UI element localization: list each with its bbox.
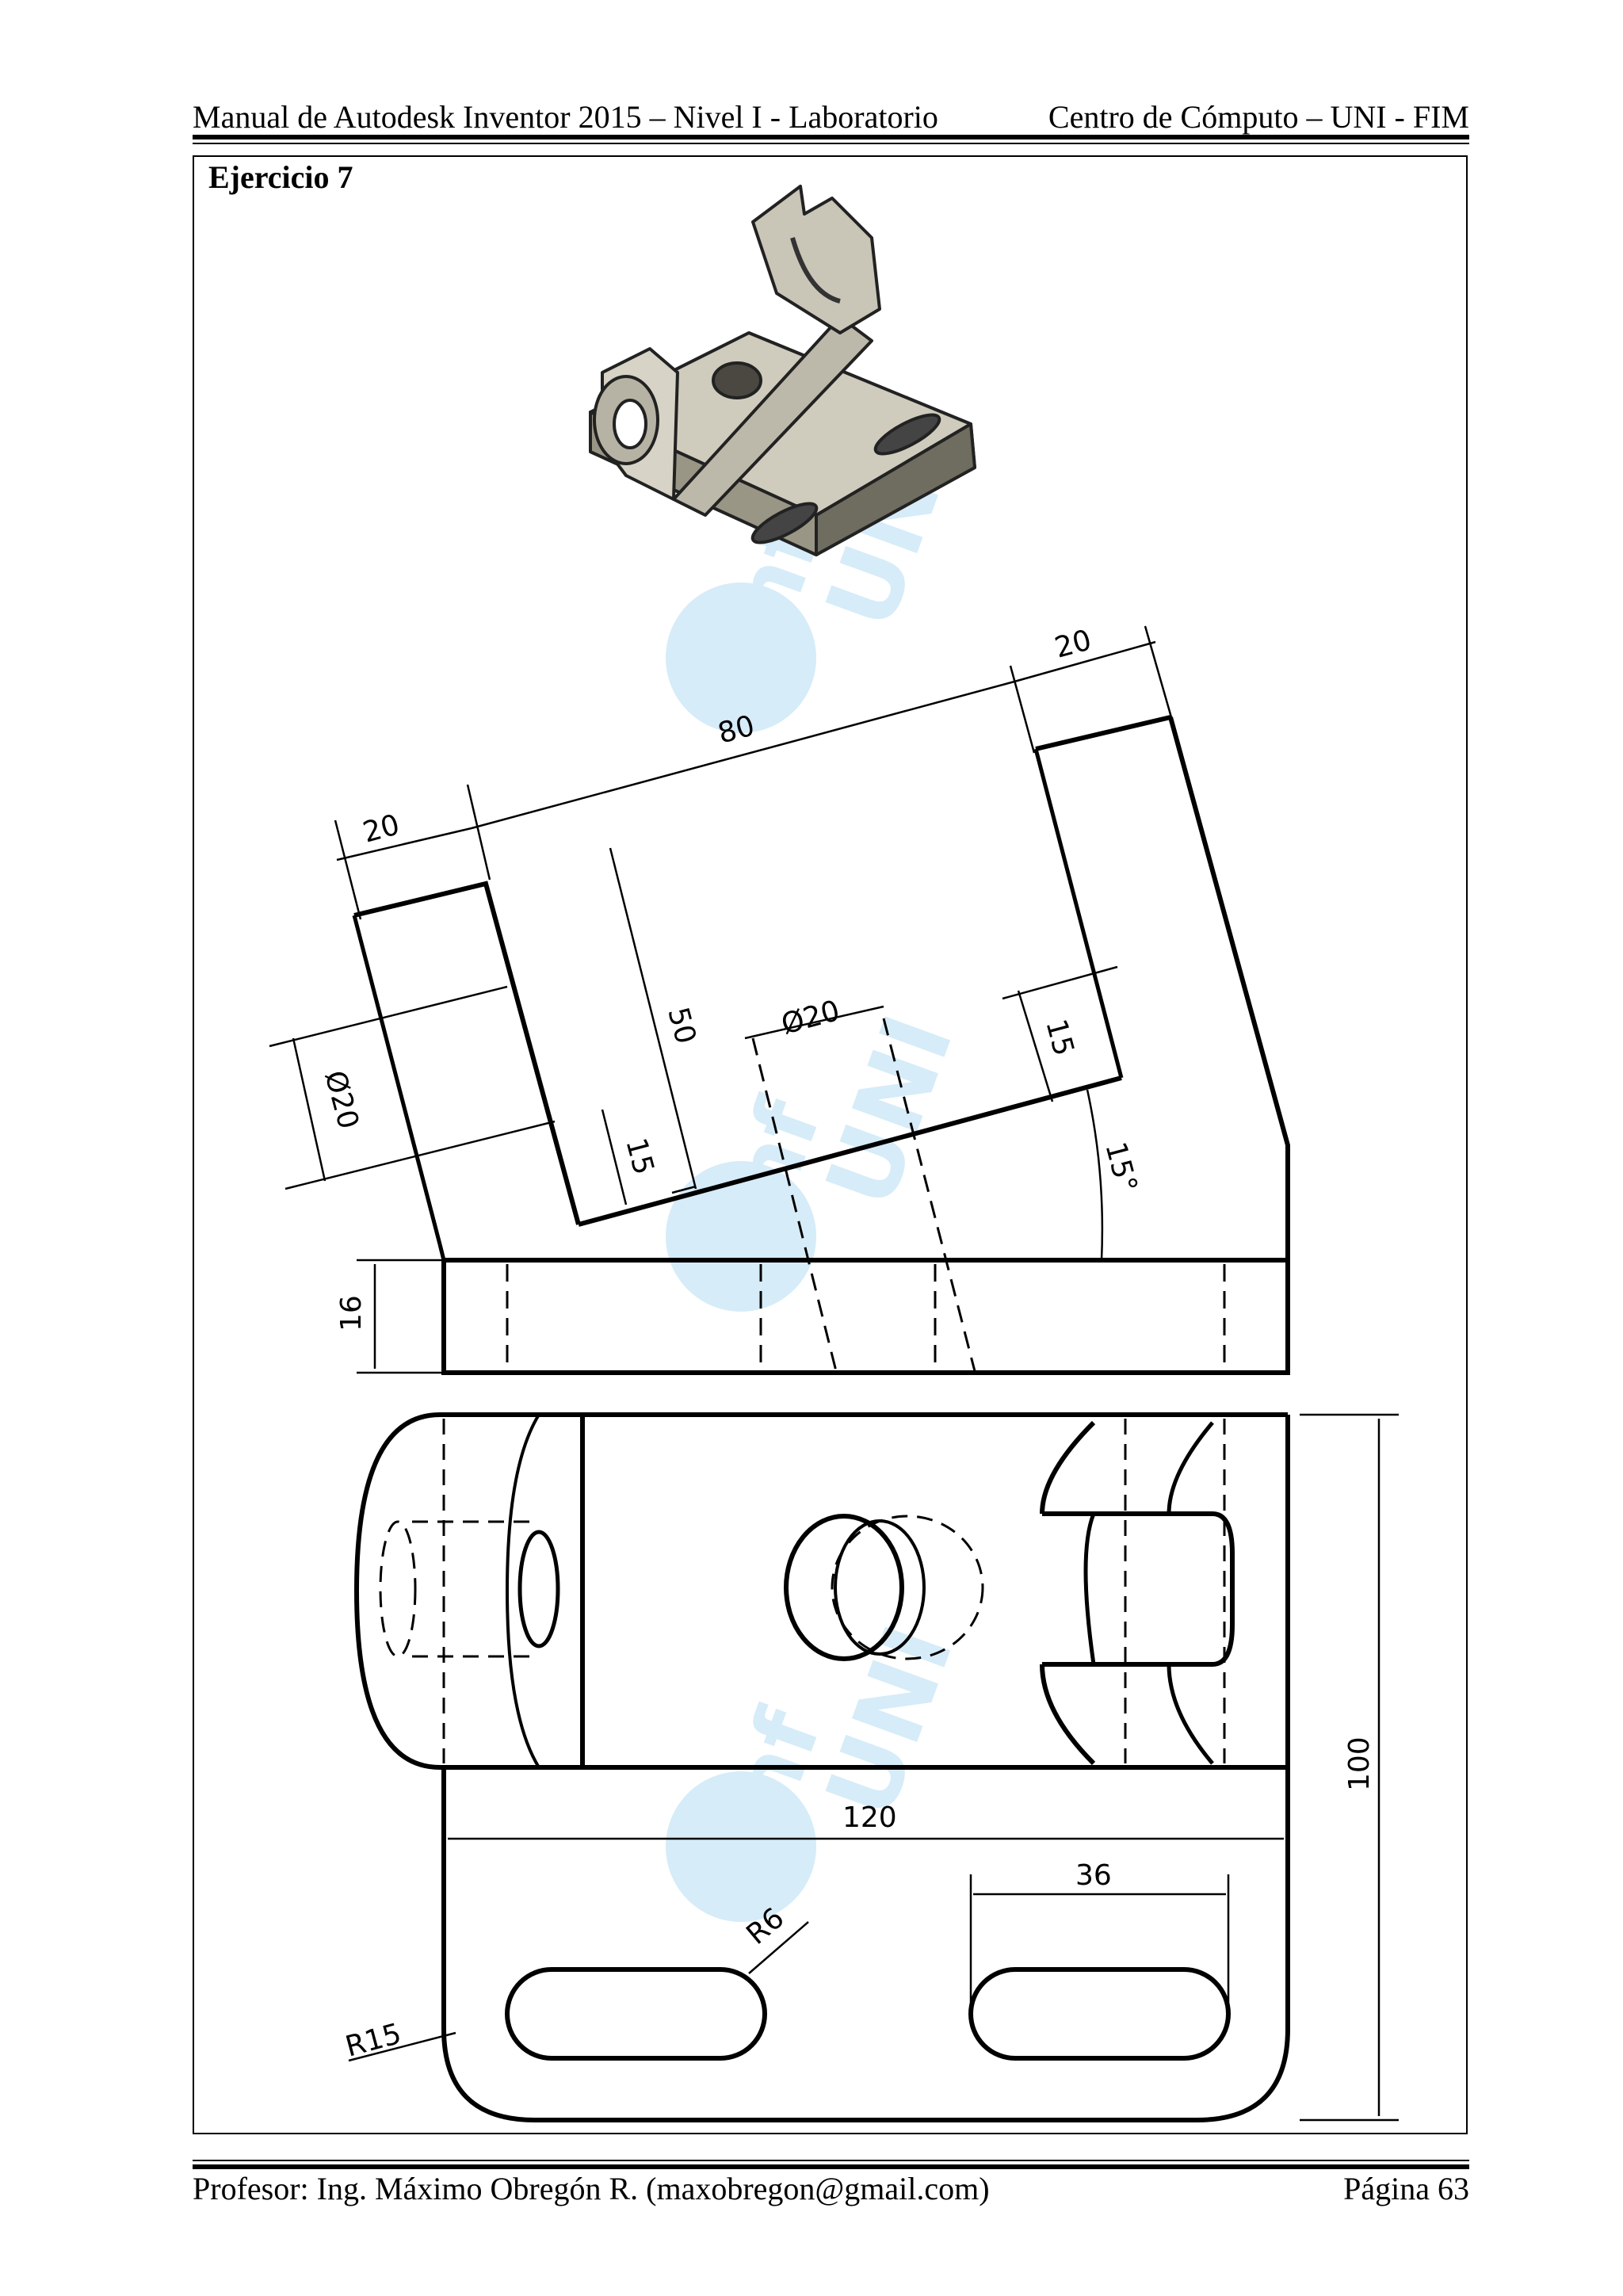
dim-15-left: 15 — [619, 1135, 659, 1179]
dim-120: 120 — [842, 1801, 897, 1834]
dim-15-right: 15 — [1039, 1016, 1079, 1060]
dim-100: 100 — [1343, 1736, 1376, 1791]
watermark-uni: UNI — [806, 1612, 976, 1830]
footer-rule — [193, 2164, 1469, 2169]
header-left-text: Manual de Autodesk Inventor 2015 – Nivel… — [193, 99, 938, 135]
dim-50: 50 — [661, 1004, 701, 1048]
front-view: 20 80 20 50 Ø20 15 Ø20 15 15° 16 — [269, 624, 1290, 1375]
header-rule — [193, 135, 1469, 139]
top-view: 100 120 36 R6 R15 — [342, 1412, 1399, 2122]
dim-dia20-center: Ø20 — [778, 995, 843, 1041]
dim-20-right: 20 — [1052, 624, 1095, 664]
dim-angle-15: 15° — [1098, 1139, 1143, 1196]
isometric-part-image — [589, 185, 976, 556]
exercise-title: Ejercicio 7 — [208, 159, 353, 195]
header-rule-thin — [193, 143, 1469, 144]
footer-rule-thin — [193, 2160, 1469, 2161]
header-right-text: Centro de Cómputo – UNI - FIM — [1048, 99, 1469, 135]
footer-left-text: Profesor: Ing. Máximo Obregón R. (maxobr… — [193, 2171, 990, 2206]
watermark-uni: UNI — [806, 1002, 976, 1220]
dim-16: 16 — [335, 1295, 368, 1331]
dim-r15: R15 — [342, 2018, 405, 2064]
dim-36: 36 — [1075, 1859, 1112, 1892]
dim-20-left: 20 — [360, 808, 403, 849]
dim-dia20-left: Ø20 — [318, 1068, 365, 1133]
exercise-frame — [193, 155, 1468, 2134]
page-number: Página 63 — [1343, 2171, 1469, 2206]
